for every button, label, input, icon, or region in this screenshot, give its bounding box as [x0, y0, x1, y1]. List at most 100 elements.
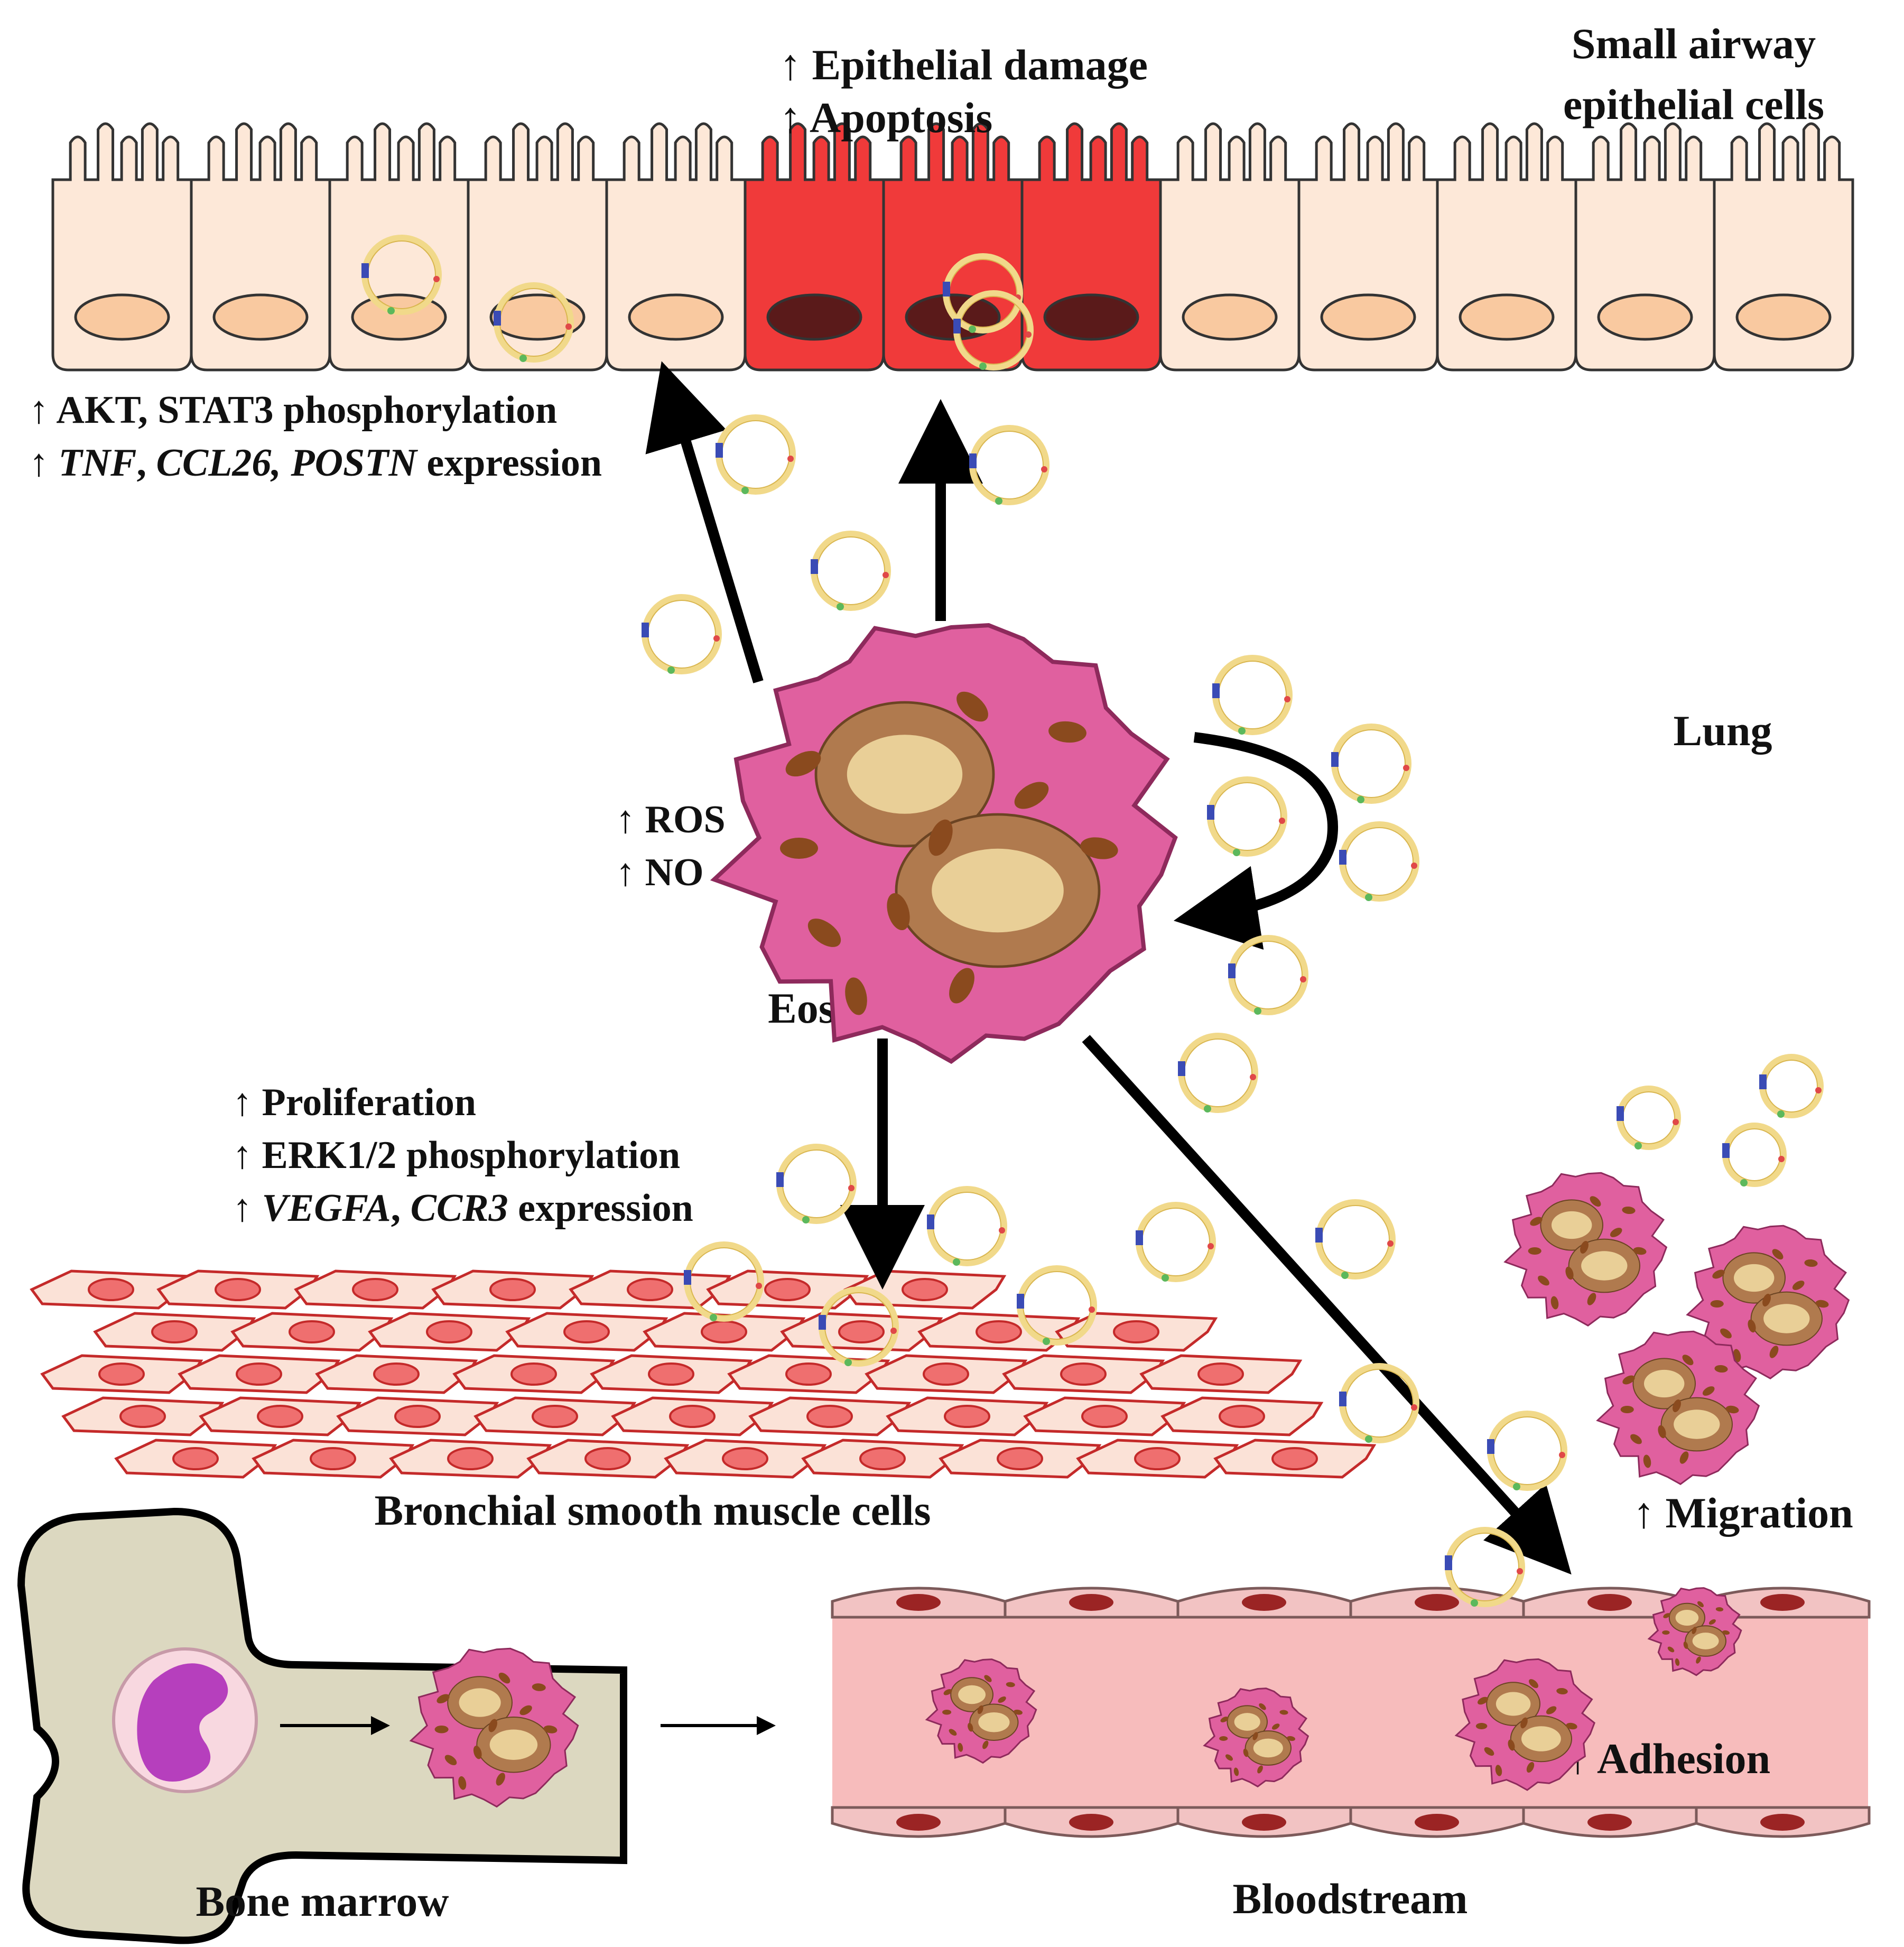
vesicle-membrane [1207, 776, 1287, 857]
muscle-nucleus [838, 1320, 885, 1343]
nucleus [1043, 293, 1139, 341]
smooth-muscle-cell [1160, 1396, 1324, 1436]
eos-chromatin [1234, 1713, 1260, 1731]
vesicle-protein [1041, 466, 1047, 472]
eos-granule [1225, 1754, 1233, 1761]
endothelial-cell [831, 1587, 1007, 1619]
migration-label: ↑ Migration [1633, 1489, 1853, 1537]
akt-stat3-label: ↑ AKT, STAT3 phosphorylation [29, 388, 557, 432]
nucleus [74, 293, 170, 341]
extracellular-vesicle [684, 1241, 764, 1322]
epithelium-title-line1: Small airway [1572, 20, 1816, 68]
smooth-muscle-cell [1055, 1312, 1218, 1352]
vesicle-receptor [1617, 1106, 1624, 1121]
eos-granule [845, 977, 867, 1015]
eos-granule [1590, 1196, 1601, 1207]
muscle-nucleus [764, 1278, 811, 1301]
muscle-nucleus [394, 1405, 441, 1428]
eos-granule [1702, 1386, 1715, 1396]
eos-granule [1610, 1228, 1622, 1237]
nucleus [1459, 293, 1555, 341]
migrating-eosinophil [1503, 1172, 1668, 1327]
endothelial-nucleus [896, 1594, 941, 1611]
eos-granule [1243, 1748, 1249, 1757]
extracellular-vesicle [1445, 1527, 1525, 1607]
eos-granule [473, 1746, 482, 1759]
eos-granule [1722, 1630, 1730, 1635]
vesicle-protein [1250, 1074, 1256, 1080]
smooth-muscle-cell [178, 1354, 341, 1394]
vesicle-protein [1517, 1568, 1523, 1574]
vesicle-receptor [819, 1315, 826, 1330]
vesicle-inner-membrane [782, 1149, 851, 1218]
vesicle-receptor [642, 623, 649, 637]
tnf-expression-label: ↑ TNF, CCL26, POSTN expression [29, 441, 602, 485]
nucleus [628, 293, 724, 341]
eos-granule [1014, 782, 1049, 809]
vesicle-protein [1387, 1240, 1394, 1247]
vesicle-receptor [684, 1270, 691, 1285]
epithelial-cell [1436, 122, 1577, 372]
vesicle-membrane [1136, 1202, 1216, 1282]
eos-granule [928, 819, 953, 856]
eos-chromatin [1496, 1692, 1531, 1716]
erk-label: ↑ ERK1/2 phosphorylation [233, 1134, 680, 1177]
vesicle-protein [1815, 1087, 1822, 1093]
vesicle-protein [710, 1314, 717, 1321]
vesicle-protein [713, 635, 720, 642]
endothelial-nucleus [896, 1814, 941, 1831]
smooth-muscle-layer [30, 1269, 1377, 1479]
vesicle-protein [1254, 1007, 1261, 1015]
vesicle-receptor [1487, 1439, 1494, 1454]
vesicle-protein [1279, 818, 1285, 824]
eos-granule [1658, 1425, 1666, 1439]
eos-granule [1725, 1405, 1739, 1414]
eos-granule [1259, 1703, 1266, 1710]
endothelial-cell [1176, 1806, 1352, 1838]
eos-granule [1662, 1630, 1670, 1635]
eos-granule [998, 1696, 1006, 1703]
eos-granule [1697, 1601, 1704, 1608]
endothelial-cell [1522, 1806, 1698, 1838]
eos-granule [1286, 1736, 1296, 1741]
eos-granule [1682, 1355, 1694, 1366]
eos-granule [1683, 1641, 1688, 1649]
extracellular-vesicle [716, 414, 796, 495]
eos-granule [887, 893, 910, 931]
vesicle-inner-membrane [647, 600, 716, 669]
endothelial-cell [1004, 1806, 1179, 1838]
eos-chromatin [978, 1712, 1010, 1732]
smooth-muscle-cell [61, 1396, 225, 1436]
vesicle-inner-membrane [1234, 941, 1303, 1009]
smooth-muscle-cell [199, 1396, 362, 1436]
smooth-muscle-cell [93, 1312, 256, 1352]
vesicle-membrane [927, 1186, 1007, 1266]
eos-chromatin [1675, 1610, 1699, 1626]
eos-granule [1715, 1607, 1724, 1612]
eos-granule [1233, 1767, 1239, 1776]
adhering-eosinophil [1454, 1658, 1595, 1791]
vesicle-membrane [1617, 1086, 1681, 1150]
extracellular-vesicle [811, 531, 891, 611]
eos-granule [1219, 1736, 1228, 1741]
smooth-muscle-cell [590, 1354, 753, 1394]
muscle-nucleus [1271, 1447, 1318, 1470]
eos-granule [1048, 721, 1086, 743]
epithelial-cell [328, 122, 470, 372]
smooth-muscle-cell [780, 1312, 943, 1352]
vesicle-protein [1777, 1110, 1785, 1118]
eos-granule [1495, 1765, 1502, 1776]
vesicle-protein [848, 1185, 855, 1191]
vesicle-protein [1673, 1119, 1679, 1125]
eos-granule [1252, 1732, 1258, 1740]
vesicle-inner-membrane [933, 1192, 1001, 1260]
extracellular-vesicle [361, 235, 442, 315]
eos-granule [1508, 1739, 1515, 1751]
arrow-to-bloodstream [1082, 1035, 1572, 1575]
vesicle-receptor [1136, 1230, 1143, 1245]
extracellular-vesicle [642, 594, 722, 674]
extracellular-vesicle [1487, 1411, 1567, 1491]
vesicle-receptor [1017, 1294, 1024, 1309]
vesicle-receptor [716, 443, 723, 458]
muscle-nucleus [648, 1362, 694, 1386]
